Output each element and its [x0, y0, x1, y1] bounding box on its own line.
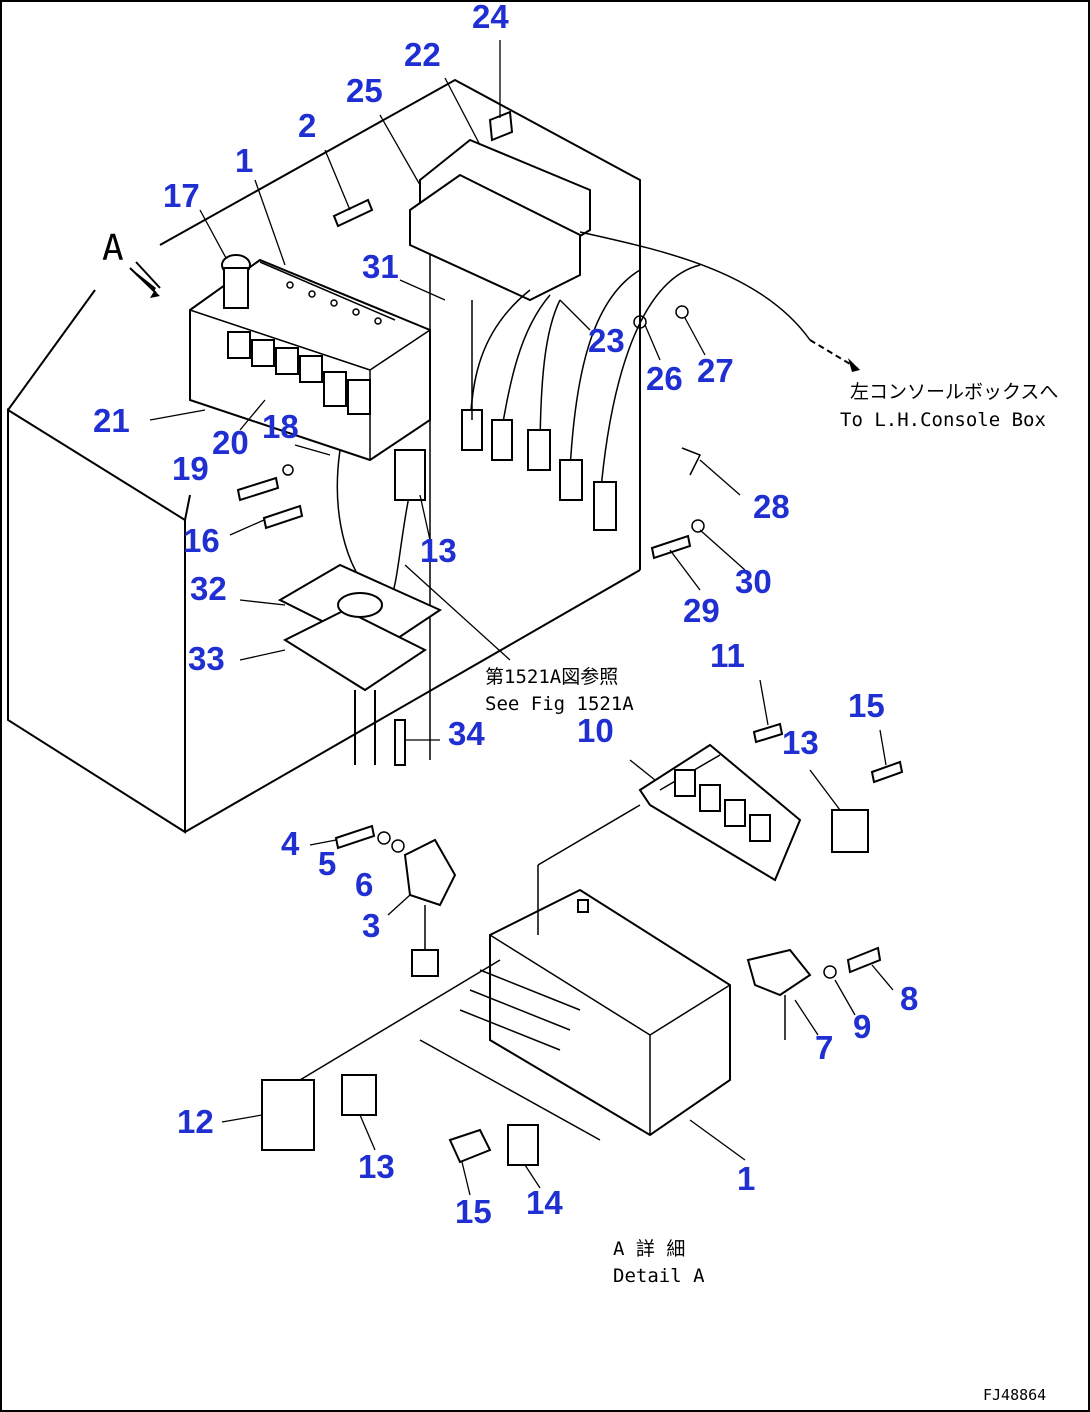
callout-3: 3 — [362, 907, 380, 944]
callout-1: 1 — [235, 142, 253, 179]
leader-lines — [149, 40, 894, 1196]
note-console-en: To L.H.Console Box — [840, 409, 1046, 431]
callout-32: 32 — [190, 570, 227, 607]
callout-8: 8 — [900, 980, 918, 1017]
base-plate — [277, 563, 443, 766]
callout-12: 12 — [177, 1103, 214, 1140]
callout-28: 28 — [753, 488, 790, 525]
note-see-fig-jp: 第1521A図参照 — [485, 666, 618, 688]
view-a-arrow-icon — [129, 261, 161, 298]
callout-34: 34 — [448, 715, 485, 752]
note-console-jp: 左コンソールボックスへ — [850, 381, 1058, 403]
callout-9: 9 — [853, 1008, 871, 1045]
callout-27: 27 — [697, 352, 734, 389]
callout-13-lower: 13 — [358, 1148, 395, 1185]
callout-23: 23 — [588, 322, 625, 359]
callout-31: 31 — [362, 248, 399, 285]
callout-13-upper: 13 — [420, 532, 457, 569]
callout-6: 6 — [355, 866, 373, 903]
callout-14: 14 — [526, 1184, 563, 1221]
note-detail-en: Detail A — [613, 1265, 705, 1287]
callout-5: 5 — [318, 845, 336, 882]
callout-30: 30 — [735, 563, 772, 600]
callout-4: 4 — [281, 825, 300, 862]
note-detail-jp: A 詳 細 — [613, 1238, 685, 1260]
callout-13-right: 13 — [782, 724, 819, 761]
bracket-10 — [638, 743, 869, 882]
callout-33: 33 — [188, 640, 225, 677]
callout-15-right: 15 — [848, 687, 885, 724]
callout-29: 29 — [683, 592, 720, 629]
callout-22: 22 — [404, 36, 441, 73]
harness-upper — [336, 138, 861, 601]
fasteners-upper — [236, 110, 705, 560]
callout-24: 24 — [472, 0, 509, 35]
callout-numbers: 24 22 25 2 1 17 31 23 26 27 21 20 18 19 … — [93, 0, 918, 1230]
console-box-outline — [7, 78, 641, 834]
tray-1 — [419, 804, 731, 1141]
callout-26: 26 — [646, 360, 683, 397]
callout-2: 2 — [298, 107, 316, 144]
callout-10: 10 — [577, 712, 614, 749]
callout-18: 18 — [262, 408, 299, 445]
drawing-number: FJ48864 — [983, 1386, 1046, 1404]
callout-21: 21 — [93, 402, 130, 439]
callout-17: 17 — [163, 177, 200, 214]
callout-1-lower: 1 — [737, 1160, 755, 1197]
lower-parts — [261, 722, 904, 1166]
callout-7: 7 — [815, 1029, 833, 1066]
relay-box-upper — [189, 254, 431, 462]
callout-16: 16 — [183, 522, 220, 559]
callout-20: 20 — [212, 424, 249, 461]
callout-25: 25 — [346, 72, 383, 109]
callout-15-lower: 15 — [455, 1193, 492, 1230]
view-label: A — [102, 228, 124, 269]
callout-11: 11 — [710, 637, 745, 674]
callout-19: 19 — [172, 450, 209, 487]
note-see-fig-en: See Fig 1521A — [485, 693, 634, 715]
